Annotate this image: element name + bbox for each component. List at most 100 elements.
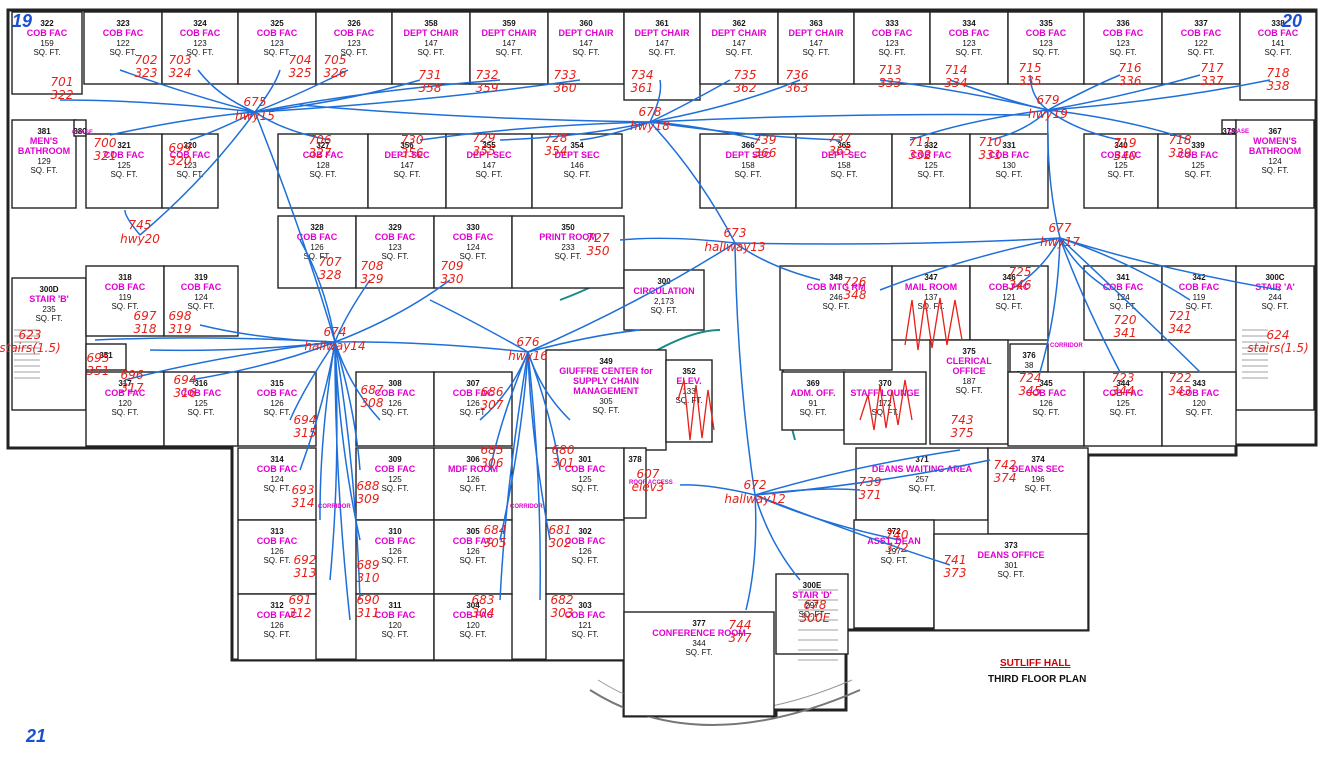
room-number: 333 (885, 19, 899, 28)
room-area: 129 (37, 157, 51, 166)
mail-room-scribble (904, 297, 963, 351)
annotation-edge-id: 725 (1009, 265, 1032, 279)
room-number: 334 (962, 19, 976, 28)
connection-line (527, 351, 551, 541)
annotation-room-ref: 337 (1201, 74, 1224, 88)
connection-line (1059, 237, 1281, 291)
room-322-box (11, 11, 83, 95)
hallway-label: hwy15 (235, 109, 275, 123)
annotation-room-ref: 334 (945, 76, 968, 90)
annotation-room-ref: 317 (121, 381, 144, 395)
room-378-box (623, 447, 647, 519)
corner-number-21: 21 (25, 726, 46, 746)
room-area-unit: SQ. FT. (381, 484, 408, 493)
room-name: COB FAC (105, 282, 146, 292)
annotation-room-ref: 332 (909, 148, 932, 162)
connection-line (334, 341, 381, 421)
connection-line (1047, 109, 1121, 141)
room-area-unit: SQ. FT. (475, 170, 502, 179)
room-name: COB FAC (1181, 28, 1222, 38)
room-name: DEPT CHAIR (481, 28, 537, 38)
annotation-room-ref: 302 (549, 536, 572, 550)
room-351-box (85, 343, 127, 371)
room-area: 38 (1025, 361, 1034, 370)
connection-line (334, 341, 361, 601)
connection-line (254, 111, 331, 141)
room-area-unit: SQ. FT. (571, 630, 598, 639)
annotation-room-ref: 371 (859, 488, 882, 502)
room-name: BATHROOM (18, 146, 70, 156)
room-name: DEANS OFFICE (977, 550, 1044, 560)
room-area-unit: SQ. FT. (822, 302, 849, 311)
annotation-room-ref: 327 (309, 146, 332, 160)
room-300d-box (11, 277, 87, 411)
room-number: 325 (270, 19, 284, 28)
annotation-edge-id: 734 (631, 68, 654, 82)
room-area-unit: SQ. FT. (1032, 48, 1059, 57)
room-name: COB FAC (257, 610, 298, 620)
room-name: MANAGEMENT (573, 386, 639, 396)
room-326-box (315, 11, 393, 85)
connection-line (334, 279, 371, 343)
annotation-edge-id: 607 (637, 467, 660, 481)
connection-line (1039, 237, 1061, 373)
connection-line (734, 242, 756, 496)
connection-line (527, 351, 571, 421)
room-name: COB FAC (1178, 150, 1219, 160)
annotation-room-ref: stairs(1.5) (1247, 341, 1308, 355)
room-name: COB FAC (181, 388, 222, 398)
room-377-box (623, 611, 775, 717)
room-name: COB FAC (1026, 28, 1067, 38)
room-name: COB FAC (375, 388, 416, 398)
room-name: COB FAC (104, 150, 145, 160)
annotation-room-ref: 363 (786, 81, 809, 95)
room-number: 309 (388, 455, 402, 464)
annotation-edge-id: 697 (134, 309, 157, 323)
annotation-edge-id: 719 (1114, 136, 1137, 150)
annotation-edge-id: 685 (481, 443, 504, 457)
annotation-edge-id: 715 (1019, 61, 1042, 75)
room-name: COB FAC (257, 464, 298, 474)
room-name: DEANS WAITING AREA (872, 464, 973, 474)
annotation-edge-id: 690 (357, 593, 380, 607)
room-371-box (855, 447, 989, 521)
room-area: 120 (388, 621, 402, 630)
room-area: 133 (682, 387, 696, 396)
annotation-edge-id: 743 (951, 413, 974, 427)
room-number: 337 (1194, 19, 1208, 28)
connection-line (1059, 237, 1111, 291)
room-area: 125 (1116, 399, 1130, 408)
room-number: 367 (1268, 127, 1282, 136)
connection-line (527, 351, 541, 601)
room-area-unit: SQ. FT. (1107, 170, 1134, 179)
room-number: 308 (388, 379, 402, 388)
room-number: 307 (466, 379, 480, 388)
annotation-edge-id: 730 (401, 133, 424, 147)
room-number: 361 (655, 19, 669, 28)
room-area: 123 (183, 161, 197, 170)
annotation-room-ref: 312 (289, 606, 312, 620)
room-area-unit: SQ. FT. (734, 170, 761, 179)
connection-line (254, 111, 336, 343)
room-area-unit: SQ. FT. (30, 166, 57, 175)
room-name: COB FAC (565, 536, 606, 546)
connection-line (499, 351, 529, 601)
